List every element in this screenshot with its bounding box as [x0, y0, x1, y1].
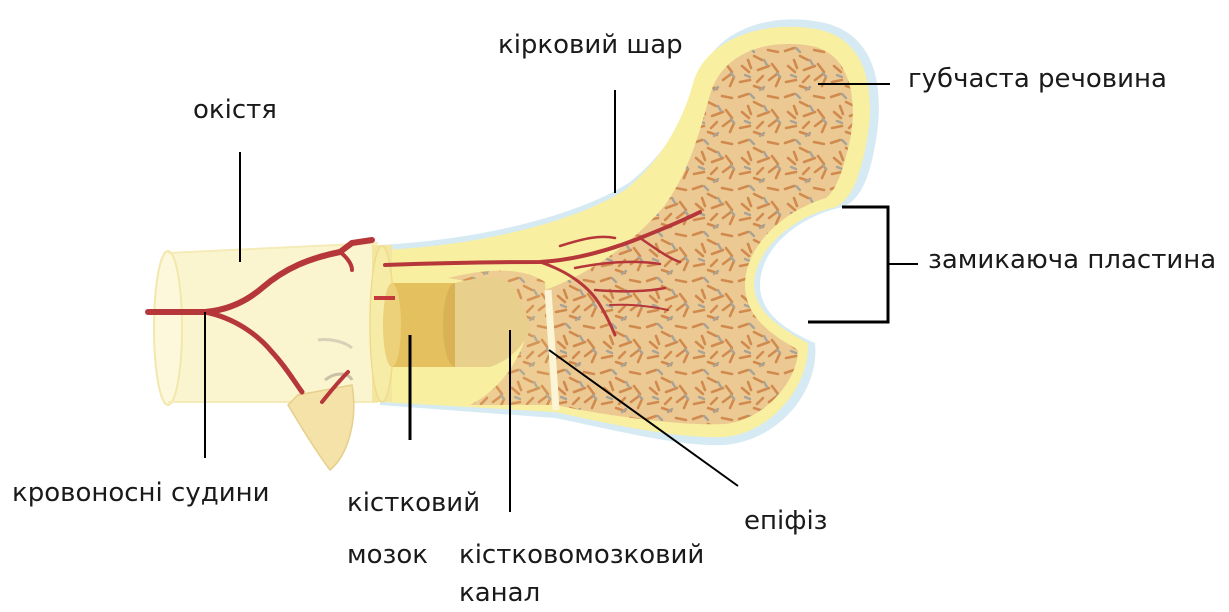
- label-marrow-canal-line2: канал: [459, 578, 540, 608]
- bone-marrow-cylinder: [374, 277, 530, 367]
- label-cortical-layer: кірковий шар: [498, 30, 683, 60]
- label-periosteum: окістя: [193, 95, 277, 125]
- closing-plate-bracket: [808, 207, 888, 322]
- label-bone-marrow-line1: кістковий: [347, 488, 480, 518]
- label-bone-marrow-line2: мозок: [347, 540, 428, 570]
- label-epiphysis: епіфіз: [744, 506, 828, 536]
- label-spongy-substance: губчаста речовина: [908, 64, 1167, 94]
- label-blood-vessels: кровоносні судини: [12, 478, 270, 508]
- label-closing-plate: замикаюча пластина: [928, 245, 1216, 275]
- bone-shaft: [154, 243, 378, 470]
- label-marrow-canal-line1: кістковомозковий: [459, 540, 704, 570]
